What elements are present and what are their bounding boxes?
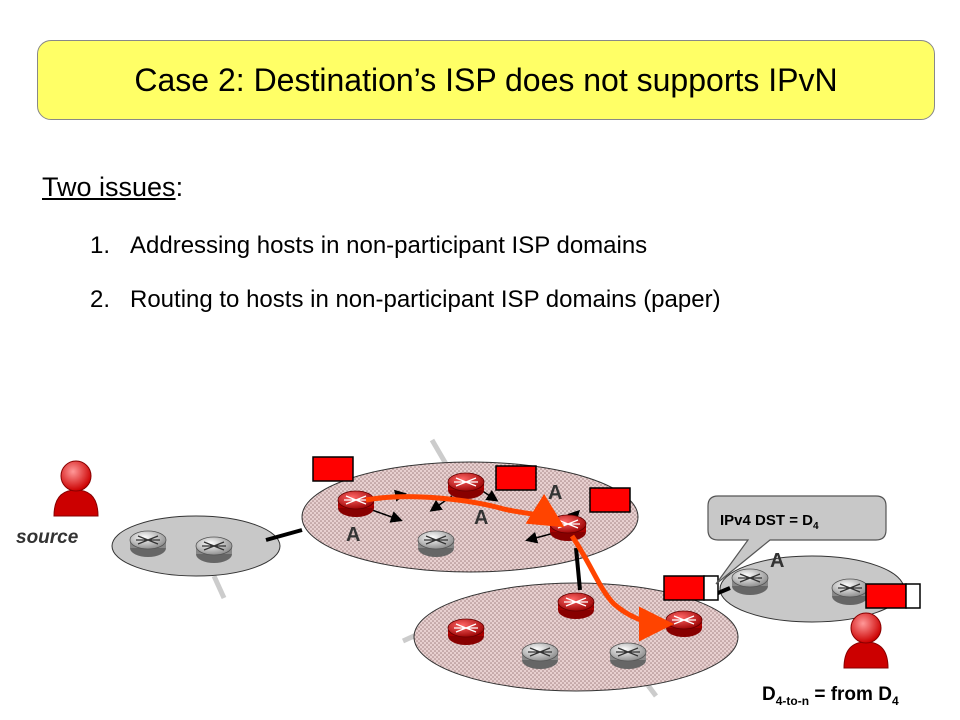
router-icon: [337, 490, 375, 518]
packet-route-arrow: [365, 493, 565, 528]
router-icon: [831, 578, 869, 606]
router-icon: [731, 568, 769, 596]
router-icon: [195, 536, 233, 564]
callout-subscript: 4: [813, 521, 819, 532]
source-user-icon: [53, 460, 99, 517]
router-icon: [521, 642, 559, 670]
anycast-label: A: [474, 507, 488, 529]
issue-number: 1.: [90, 232, 111, 259]
router-icon: [557, 592, 595, 620]
callout-text: IPv4 DST = D: [720, 512, 813, 529]
issue-text: Addressing hosts in non-participant ISP …: [130, 232, 648, 259]
issue-number: 2.: [90, 286, 111, 313]
anycast-label: A: [548, 482, 562, 504]
issues-heading-colon: :: [175, 172, 184, 202]
issues-heading-text: Two issues: [42, 172, 176, 202]
packet-icon: [312, 456, 354, 482]
router-icon: [447, 472, 485, 500]
source-label: source: [16, 527, 79, 548]
title-box: Case 2: Destination’s ISP does not suppo…: [37, 40, 935, 120]
ipvn-isp-domain-top: [301, 461, 639, 573]
packet-icon: [495, 465, 537, 491]
encapsulated-packet-icon: [663, 575, 719, 601]
page-title: Case 2: Destination’s ISP does not suppo…: [134, 61, 838, 98]
issue-item-1: 1. Addressing hosts in non-participant IS…: [90, 232, 647, 260]
issue-text: Routing to hosts in non-participant ISP …: [130, 286, 721, 313]
dest-label-main: D: [762, 684, 776, 705]
router-icon: [417, 530, 455, 558]
packet-icon: [589, 487, 631, 513]
destination-user-icon: [843, 612, 889, 669]
packet-route-arrow: [569, 534, 674, 642]
anycast-label: A: [346, 524, 360, 546]
dest-label-mid: = from D: [809, 684, 892, 705]
issues-heading: Two issues:: [42, 172, 183, 203]
svg-text:D4-to-n = from D4: D4-to-n = from D4: [762, 684, 899, 708]
anycast-label: A: [770, 550, 784, 572]
router-icon: [609, 642, 647, 670]
svg-text:IPv4 DST = D4: IPv4 DST = D4: [720, 512, 819, 532]
router-icon: [665, 610, 703, 638]
dest-label-sub2: 4: [892, 694, 899, 708]
router-icon: [447, 618, 485, 646]
issue-item-2: 2. Routing to hosts in non-participant IS…: [90, 286, 721, 314]
dest-label-sub: 4-to-n: [776, 694, 809, 708]
ipv4-dst-callout: IPv4 DST = D4: [707, 495, 887, 585]
router-icon: [129, 530, 167, 558]
encapsulated-packet-icon: [865, 583, 921, 609]
